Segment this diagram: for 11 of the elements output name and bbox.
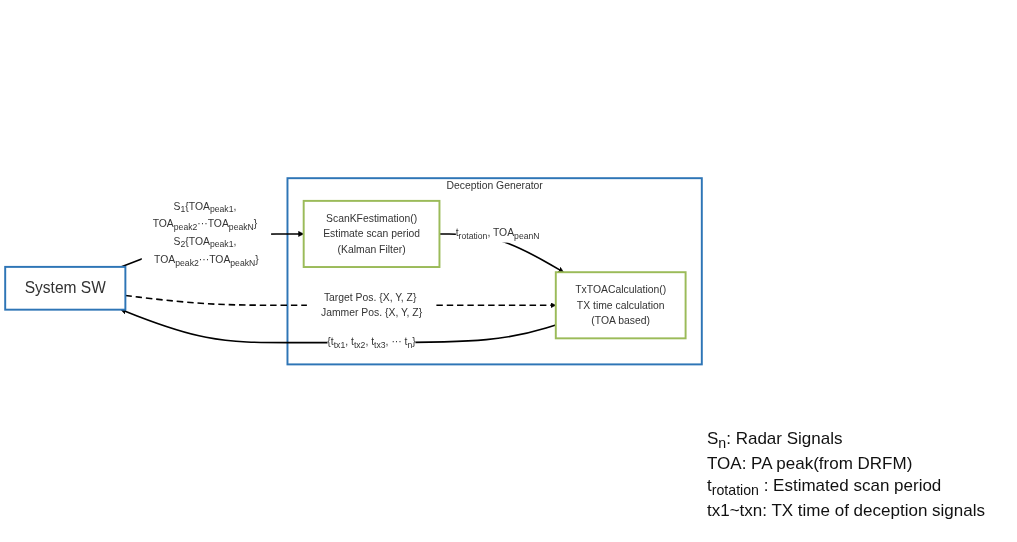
node-box: System SW	[4, 265, 127, 311]
node-box: ScanKFestimation() Estimate scan period (Kalman Filter)	[302, 199, 441, 268]
legend-note: TOA: PA peak(from DRFM)	[707, 453, 913, 475]
node-box: TxTOACalculation() TX time calculation (TOA based)	[554, 270, 687, 340]
legend-note: t$_{rotation}$ : Estimated scan period	[707, 475, 942, 500]
legend-note: tx1~txn: TX time of deception signals	[707, 499, 985, 522]
legend-note: S$_{n}$: Radar Signals	[707, 428, 843, 453]
edge-label: t$_{rotation}$, TOA$_{peanN}$	[455, 226, 540, 241]
edge-label: {t$_{tx1}$, t$_{tx2}$, t$_{tx3}$, ··· t$_{n}$}	[327, 335, 416, 350]
edge-label: S$_{1}${TOA$_{peak1}$, TOA$_{peak2}$···TOA$_{peakN}$} S$_{2}${TOA$_{peak1}$, TOA$_{peak2}$···TOA$_{peakN}$}	[152, 200, 259, 267]
edge-label: Target Pos. {X, Y, Z} Jammer Pos. {X, Y, Z}	[321, 291, 423, 318]
